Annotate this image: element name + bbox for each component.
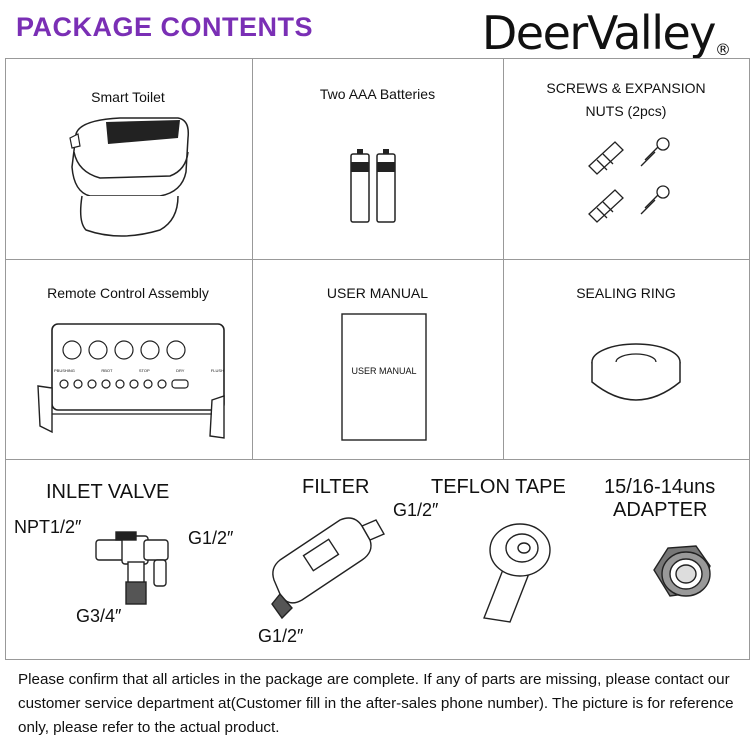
- manual-label: USER MANUAL: [326, 285, 429, 301]
- adapter-label-line1: 15/16-14uns: [604, 476, 716, 498]
- remote-control-icon: [37, 323, 225, 439]
- brand-logo: DeerValley®: [482, 6, 731, 60]
- manual-cover-text: USER MANUAL: [351, 366, 417, 376]
- screws-label-line1: SCREWS & EXPANSION: [546, 80, 706, 96]
- teflon-tape-label: TEFLON TAPE: [431, 476, 566, 498]
- smart-toilet-icon: [69, 117, 190, 237]
- registered-mark: ®: [715, 40, 731, 59]
- inlet-valve-icon: [95, 531, 169, 605]
- row-divider: [6, 259, 749, 260]
- screws-expansion-nuts-icon: [588, 137, 670, 223]
- remote-button-labels: PBUSHING RBOT STOP DRY FLUSH: [54, 368, 224, 373]
- adapter-fitting-icon: [653, 545, 711, 597]
- brand-name: DeerValley: [481, 6, 717, 60]
- user-manual-icon: [341, 313, 427, 441]
- batteries-label: Two AAA Batteries: [319, 86, 436, 102]
- valve-g12-label: G1/2″: [188, 528, 234, 548]
- inlet-valve-label: INLET VALVE: [46, 481, 170, 503]
- screws-label-line2: NUTS (2pcs): [585, 103, 667, 119]
- remote-label: Remote Control Assembly: [47, 285, 209, 301]
- disclaimer-text: Please confirm that all articles in the …: [18, 671, 734, 736]
- remote-label-rbot: RBOT: [101, 368, 113, 373]
- contents-grid: [5, 58, 750, 660]
- filter-label: FILTER: [302, 476, 370, 498]
- aaa-batteries-icon: [350, 149, 396, 223]
- valve-g34-label: G3/4″: [76, 606, 122, 626]
- column-divider: [252, 59, 253, 459]
- page-title: PACKAGE CONTENTS: [16, 12, 314, 42]
- adapter-label-line2: ADAPTER: [613, 499, 708, 521]
- filter-top-fitting-label: G1/2″: [393, 500, 439, 520]
- smart-toilet-label: Smart Toilet: [91, 89, 165, 105]
- teflon-tape-icon: [483, 523, 551, 623]
- remote-label-pbushing: PBUSHING: [54, 368, 75, 373]
- npt-fitting-label: NPT1/2″: [14, 517, 82, 537]
- column-divider: [503, 59, 504, 459]
- filter-bottom-fitting-label: G1/2″: [258, 626, 304, 646]
- remote-label-flush: FLUSH: [210, 368, 224, 373]
- row-divider: [6, 459, 749, 460]
- water-filter-icon: [271, 517, 385, 620]
- remote-label-stop: STOP: [138, 368, 150, 373]
- sealing-ring-label: SEALING RING: [576, 285, 676, 301]
- sealing-ring-icon: [591, 343, 681, 401]
- remote-label-dry: DRY: [176, 368, 185, 373]
